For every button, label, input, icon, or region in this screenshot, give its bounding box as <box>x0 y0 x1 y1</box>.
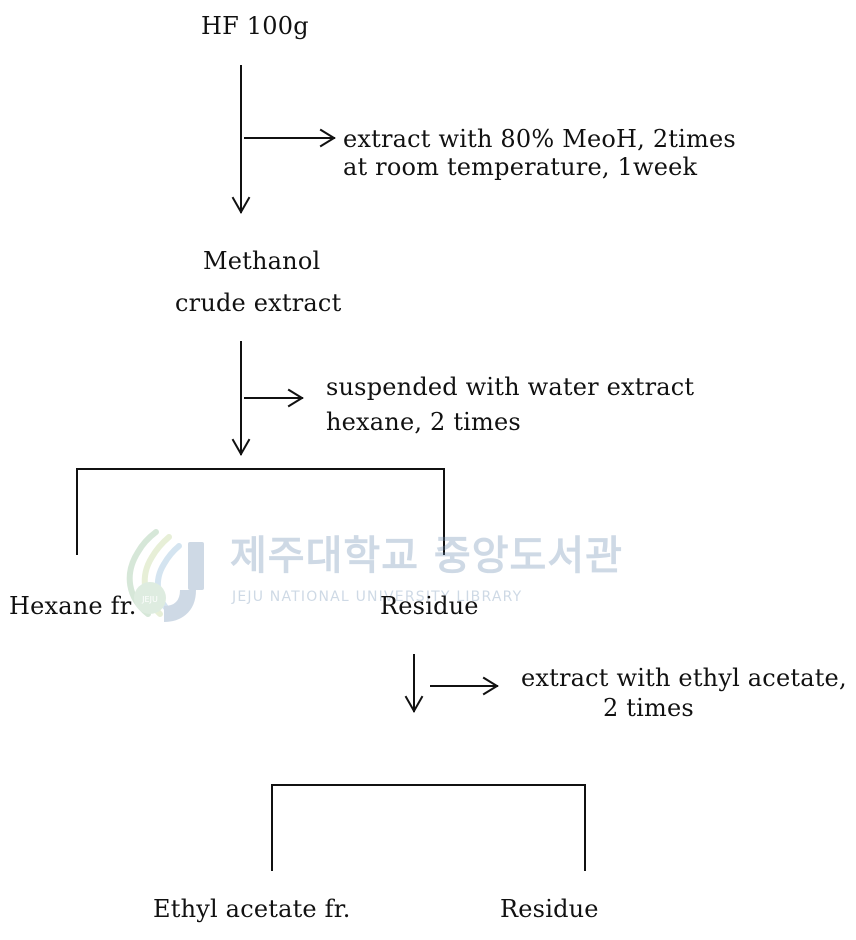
step3-condition-line1: extract with ethyl acetate, <box>521 664 847 692</box>
step3-condition-line2: 2 times <box>603 694 694 722</box>
residue-label-2: Residue <box>500 895 599 923</box>
ethyl-acetate-fraction-label: Ethyl acetate fr. <box>153 895 351 923</box>
side-arrow-3-head <box>482 676 499 696</box>
hexane-fraction-label: Hexane fr. <box>9 592 137 620</box>
step1-condition-line2: at room temperature, 1week <box>343 153 698 181</box>
step2-condition-line2: hexane, 2 times <box>326 408 521 436</box>
side-arrow-2-head <box>287 388 304 408</box>
start-material-label: HF 100g <box>201 12 309 40</box>
step1-condition-line1: extract with 80% MeoH, 2times <box>343 125 736 153</box>
crude-extract-label: crude extract <box>175 289 342 317</box>
side-arrow-1-head <box>319 128 336 148</box>
main-arrow-3-head <box>404 695 424 714</box>
main-arrow-1-head <box>231 196 251 215</box>
step2-condition-line1: suspended with water extract <box>326 373 695 401</box>
main-arrow-2-head <box>231 438 251 457</box>
residue-label-1: Residue <box>380 592 479 620</box>
methanol-label: Methanol <box>203 247 321 275</box>
